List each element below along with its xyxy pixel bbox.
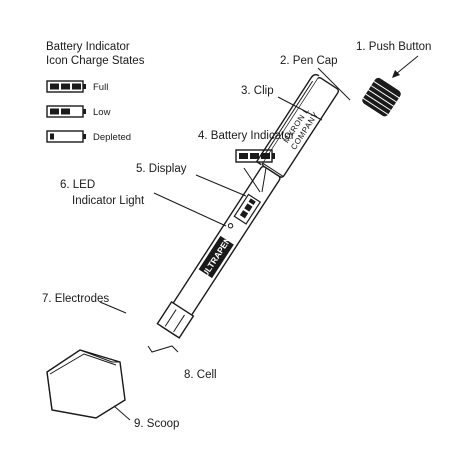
- label-pen-cap: 2. Pen Cap: [280, 55, 338, 67]
- callout-lines: [99, 55, 419, 421]
- battery-indicator-callout-icon: [235, 149, 275, 163]
- legend-label-low: Low: [93, 107, 111, 118]
- cell-bracket: [147, 345, 179, 353]
- legend-battery-low-icon: [46, 105, 86, 118]
- scoop: [46, 349, 126, 419]
- legend-battery-depleted-icon: [46, 130, 86, 143]
- legend-label-depleted: Depleted: [93, 132, 131, 143]
- label-electrodes: 7. Electrodes: [42, 293, 109, 305]
- pen-meter: ULTRAPEN MYRON L COMPANY: [46, 73, 401, 419]
- electrode-cell: [156, 300, 195, 339]
- label-scoop: 9. Scoop: [134, 418, 179, 430]
- legend-battery-full-icon: [46, 80, 86, 93]
- label-led-line1: 6. LED: [60, 179, 95, 191]
- label-battery-indicator: 4. Battery Indicator: [198, 130, 295, 142]
- legend-title-line2: Icon Charge States: [46, 55, 145, 67]
- label-cell: 8. Cell: [184, 369, 217, 381]
- label-led-line2: Indicator Light: [72, 195, 145, 207]
- legend-title-line1: Battery Indicator: [46, 41, 130, 53]
- label-push-button: 1. Push Button: [356, 41, 431, 53]
- push-button: [362, 77, 401, 117]
- legend-label-full: Full: [93, 82, 108, 93]
- label-display: 5. Display: [136, 163, 187, 175]
- battery-legend: Battery Indicator Icon Charge States Ful…: [46, 41, 145, 143]
- label-clip: 3. Clip: [241, 85, 274, 97]
- brand-band: [198, 235, 234, 279]
